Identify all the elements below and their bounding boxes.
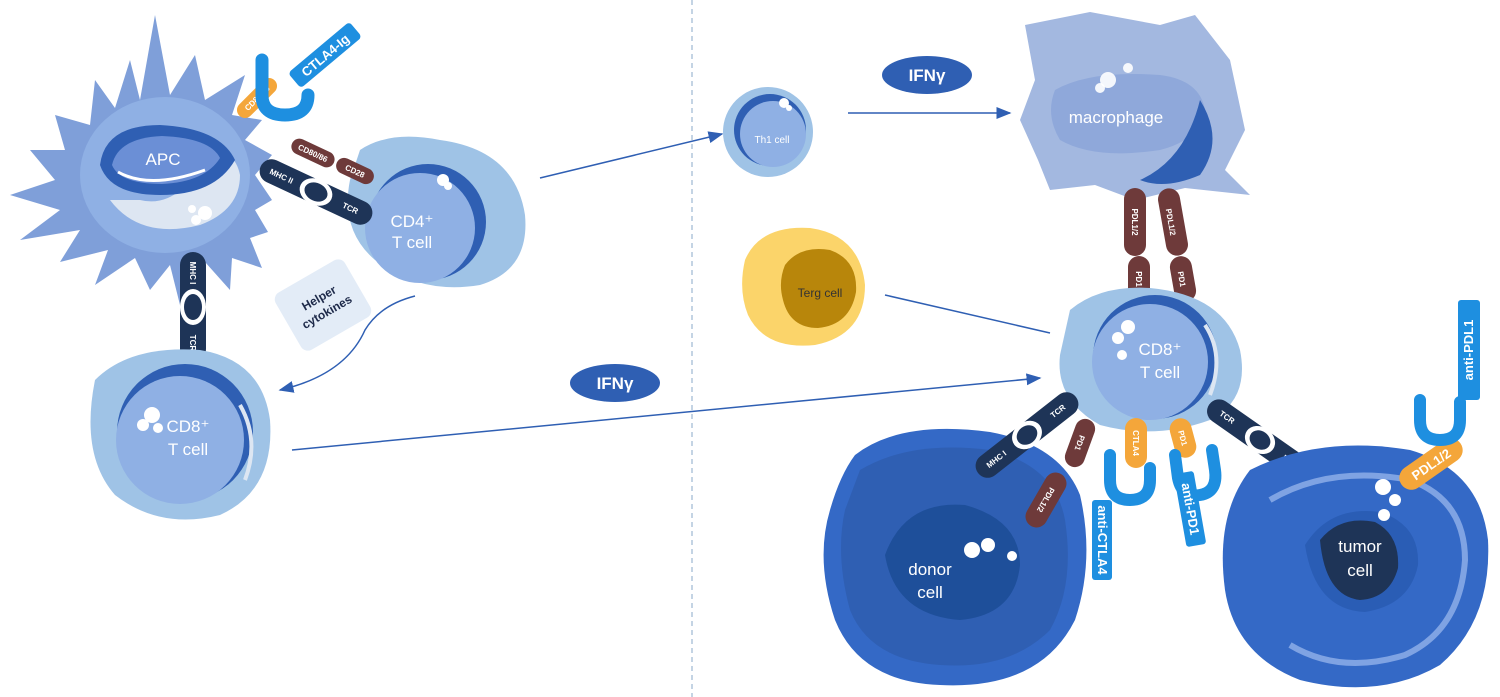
mhc-i-label-left: MHC I xyxy=(188,262,197,285)
pd1-anti-pd1: PD1 anti-PD1 xyxy=(1169,418,1222,547)
donor-label-line1: donor xyxy=(908,560,952,579)
cd8-left-label-line1: CD8⁺ xyxy=(167,417,210,436)
arrow-cd8-to-cd8 xyxy=(291,373,1042,451)
line-terg-to-cd8 xyxy=(884,294,1051,334)
donor-cell: donor cell xyxy=(823,428,1087,686)
pd1-mac-1: PD1 xyxy=(1134,271,1143,287)
macrophage-cell: macrophage xyxy=(1020,12,1250,200)
pdl-mac-1: PDL1/2 xyxy=(1130,208,1139,236)
ctla4-label: CTLA4 xyxy=(1131,430,1140,456)
tcr-label-left: TCR xyxy=(188,335,197,352)
macrophage-pdl-pd1-pairs: PDL1/2 PDL1/2 PD1 PD1 xyxy=(1124,188,1197,302)
anti-pdl1-label: anti-PDL1 xyxy=(1461,320,1476,381)
cd8-left-label-line2: T cell xyxy=(168,440,208,459)
apc-label: APC xyxy=(146,150,181,169)
th1-cell: Th1 cell xyxy=(723,87,813,177)
pd1-mac-2: PD1 xyxy=(1176,271,1188,288)
helper-cytokines-tag: Helper cytokines xyxy=(274,259,372,351)
th1-label: Th1 cell xyxy=(754,135,789,146)
cd8-t-cell-left: CD8⁺ T cell xyxy=(90,349,271,520)
terg-label: Terg cell xyxy=(798,286,843,300)
cd4-label-line2: T cell xyxy=(392,233,432,252)
cd8-right-label-line2: T cell xyxy=(1140,363,1180,382)
cd8-right-label-line1: CD8⁺ xyxy=(1139,340,1182,359)
arrow-cd4-to-th1 xyxy=(539,131,724,179)
ctla4ig-label: CTLA4-Ig xyxy=(298,31,352,80)
donor-pdl-pd1-pair: PD1 PDL1/2 xyxy=(1025,418,1096,528)
ctla4-anti-ctla4: CTLA4 anti-CTLA4 xyxy=(1092,418,1156,580)
mhc-i-tcr-vertical: MHC I TCR xyxy=(180,252,206,362)
ifn-top-label: IFNγ xyxy=(909,66,946,85)
pd1-orange-label: PD1 xyxy=(1176,429,1189,447)
cd80-86-ctla4ig-pair: CD80/86 CTLA4-Ig xyxy=(236,23,361,122)
macrophage-label: macrophage xyxy=(1069,108,1164,127)
ifn-left-label: IFNγ xyxy=(597,374,634,393)
arrow-cd4-to-cd8 xyxy=(278,295,416,393)
anti-ctla4-label: anti-CTLA4 xyxy=(1095,505,1110,575)
tumor-cell: tumor cell xyxy=(1222,445,1489,688)
terg-cell: Terg cell xyxy=(742,227,865,346)
tumor-label-line2: cell xyxy=(1347,561,1373,580)
mhc-i-tcr-donor-pair: MHC I TCR xyxy=(975,392,1079,478)
cd4-label-line1: CD4⁺ xyxy=(391,212,434,231)
ctla4ig-y-shape xyxy=(255,53,315,122)
cd8-t-cell-right: CD8⁺ T cell xyxy=(1059,287,1242,432)
apc-cell: APC xyxy=(10,15,272,305)
donor-label-line2: cell xyxy=(917,583,943,602)
ifn-gamma-left-badge: IFNγ xyxy=(570,364,660,402)
cd4-t-cell: CD4⁺ T cell xyxy=(347,136,526,288)
ifn-gamma-top-badge: IFNγ xyxy=(882,56,972,94)
tumor-label-line1: tumor xyxy=(1338,537,1382,556)
mhc-ii-tcr-pair: MHC II TCR xyxy=(259,159,373,225)
